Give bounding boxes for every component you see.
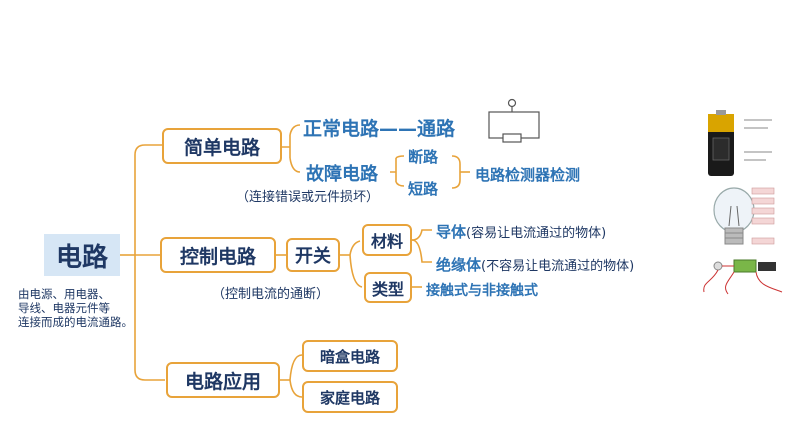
application-node: 电路应用 xyxy=(166,362,280,398)
root-node: 电路 xyxy=(44,234,120,276)
open-circuit-text: 断路 xyxy=(408,148,439,166)
home-circuit-node: 家庭电路 xyxy=(302,381,398,413)
root-label: 电路 xyxy=(55,242,108,273)
material-label: 材料 xyxy=(370,232,403,251)
application-label: 电路应用 xyxy=(184,370,261,393)
insulator-label: 绝缘体 xyxy=(436,256,482,274)
conductor-text: 导体(容易让电流通过的物体) xyxy=(436,221,606,242)
battery-illustration xyxy=(708,110,772,176)
hidden-box-label: 暗盒电路 xyxy=(319,347,380,366)
home-circuit-label: 家庭电路 xyxy=(319,388,380,407)
fault-note-text: （连接错误或元件损坏） xyxy=(236,190,380,205)
control-note-text: （控制电流的通断） xyxy=(212,287,330,302)
insulator-text: 绝缘体(不容易让电流通过的物体) xyxy=(436,254,634,275)
root-definition-line-1: 由电源、用电器、 xyxy=(18,287,110,301)
hidden-box-node: 暗盒电路 xyxy=(302,340,398,372)
simple-circuit-node: 简单电路 xyxy=(162,128,282,164)
circuit-tester-illustration xyxy=(703,259,783,295)
conductor-note: (容易让电流通过的物体) xyxy=(466,226,607,241)
light-bulb-illustration xyxy=(713,187,775,245)
switch-label: 开关 xyxy=(295,246,331,267)
type-node: 类型 xyxy=(364,272,412,303)
control-circuit-node: 控制电路 xyxy=(160,237,276,273)
type-label: 类型 xyxy=(371,279,404,299)
root-definition-line-3: 连接而成的电流通路。 xyxy=(18,315,133,329)
material-node: 材料 xyxy=(362,224,412,256)
control-circuit-label: 控制电路 xyxy=(179,245,256,268)
insulator-note: (不容易让电流通过的物体) xyxy=(481,259,635,274)
switch-node: 开关 xyxy=(286,238,340,272)
conductor-label: 导体 xyxy=(436,223,467,241)
circuit-diagram-icon xyxy=(488,98,540,143)
fault-circuit-text: 故障电路 xyxy=(306,164,378,185)
short-circuit-text: 短路 xyxy=(408,180,439,198)
type-value-text: 接触式与非接触式 xyxy=(426,283,538,299)
normal-circuit-text: 正常电路——通路 xyxy=(303,118,456,140)
root-definition-line-2: 导线、电器元件等 xyxy=(18,301,110,315)
detect-text: 电路检测器检测 xyxy=(475,166,581,184)
simple-circuit-label: 简单电路 xyxy=(183,136,260,159)
